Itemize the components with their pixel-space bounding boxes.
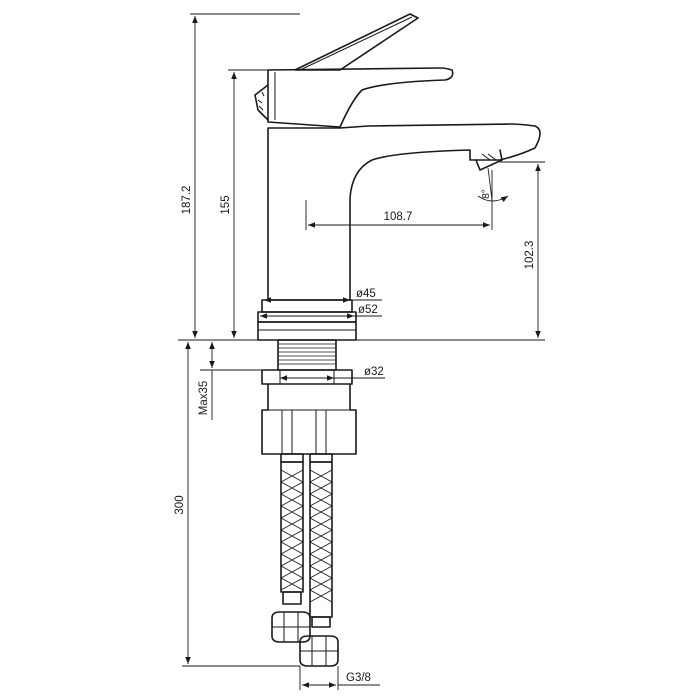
dimension-labels: 187.2 155 102.3 108.7 8° ø45 ø52 ø32 Max… [174, 186, 536, 684]
base-ring-52 [257, 311, 357, 323]
label-hose-length: 300 [174, 495, 186, 514]
label-spout-height: 102.3 [524, 241, 536, 270]
hose-left [280, 461, 304, 593]
label-spout-reach: 108.7 [384, 211, 413, 223]
base-gasket [257, 321, 357, 341]
faucet-body [254, 13, 541, 341]
dimension-lines [178, 13, 545, 690]
thread-lines [278, 343, 336, 365]
label-overall-height: 187.2 [181, 186, 193, 215]
flexible-hoses [271, 453, 339, 667]
label-hose-thread: G3/8 [346, 672, 371, 684]
handle-lever-body [267, 67, 454, 128]
threaded-shank [277, 339, 337, 371]
body-column [267, 123, 541, 301]
hose-right [309, 461, 333, 618]
hose-braid-right [309, 469, 333, 603]
base-ring-45 [261, 299, 353, 313]
label-max-thickness: Max35 [198, 381, 210, 416]
label-aerator-angle: 8° [481, 189, 492, 199]
label-diameter-32: ø32 [364, 366, 384, 378]
label-diameter-45: ø45 [356, 288, 376, 300]
mounting-nut [261, 369, 353, 385]
hose-braid-left [280, 469, 304, 591]
mounting-bracket [261, 383, 357, 455]
aerator [475, 149, 503, 171]
label-diameter-52: ø52 [358, 304, 378, 316]
shank-assembly [261, 339, 357, 455]
hex-nut-right [299, 635, 339, 667]
label-lever-height: 155 [220, 195, 232, 214]
